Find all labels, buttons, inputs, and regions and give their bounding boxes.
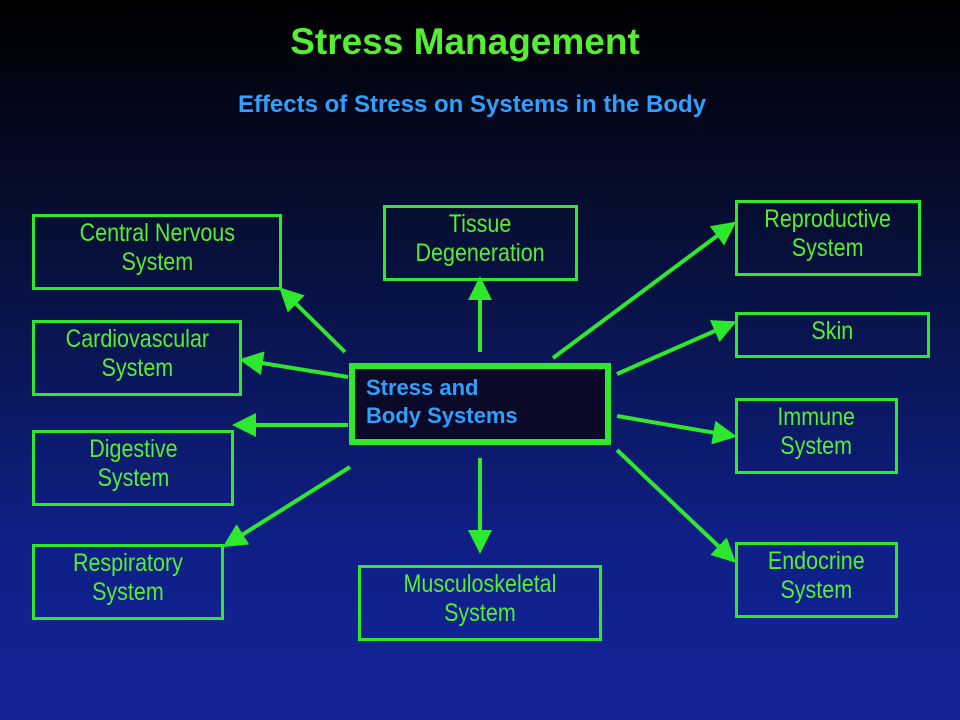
- center-node-label: Stress and Body Systems: [366, 375, 518, 428]
- node-label: Respiratory System: [73, 549, 183, 606]
- page-title: Stress Management: [290, 21, 640, 62]
- node-label: Skin: [811, 316, 854, 345]
- node-respiratory-system: Respiratory System: [32, 544, 224, 620]
- node-musculoskeletal-system: Musculoskeletal System: [358, 565, 602, 641]
- node-label: Cardiovascular System: [65, 325, 209, 382]
- node-label: Reproductive System: [764, 205, 892, 262]
- arrow-cardiovascular: [239, 351, 349, 379]
- arrow-endocrine: [615, 448, 736, 563]
- node-label: Endocrine System: [768, 547, 865, 604]
- center-node: Stress and Body Systems: [349, 363, 611, 445]
- arrow-immune: [616, 414, 737, 445]
- node-label: Digestive System: [88, 435, 178, 492]
- arrow-reproductive: [551, 221, 737, 360]
- node-cardiovascular-system: Cardiovascular System: [32, 320, 242, 396]
- node-endocrine-system: Endocrine System: [735, 542, 898, 618]
- node-label: Immune System: [777, 403, 856, 460]
- node-central-nervous-system: Central Nervous System: [32, 214, 282, 290]
- node-immune-system: Immune System: [735, 398, 898, 474]
- node-label: Musculoskeletal System: [403, 570, 557, 627]
- node-label: Central Nervous System: [79, 219, 235, 276]
- arrow-central-nervous: [279, 287, 347, 354]
- node-digestive-system: Digestive System: [32, 430, 234, 506]
- page-subtitle: Effects of Stress on Systems in the Body: [237, 91, 707, 118]
- node-label: Tissue Degeneration: [415, 210, 546, 267]
- node-tissue-degeneration: Tissue Degeneration: [383, 205, 578, 281]
- arrow-respiratory: [222, 465, 352, 548]
- node-skin: Skin: [735, 312, 930, 358]
- node-reproductive-system: Reproductive System: [735, 200, 921, 276]
- arrow-skin: [616, 320, 737, 376]
